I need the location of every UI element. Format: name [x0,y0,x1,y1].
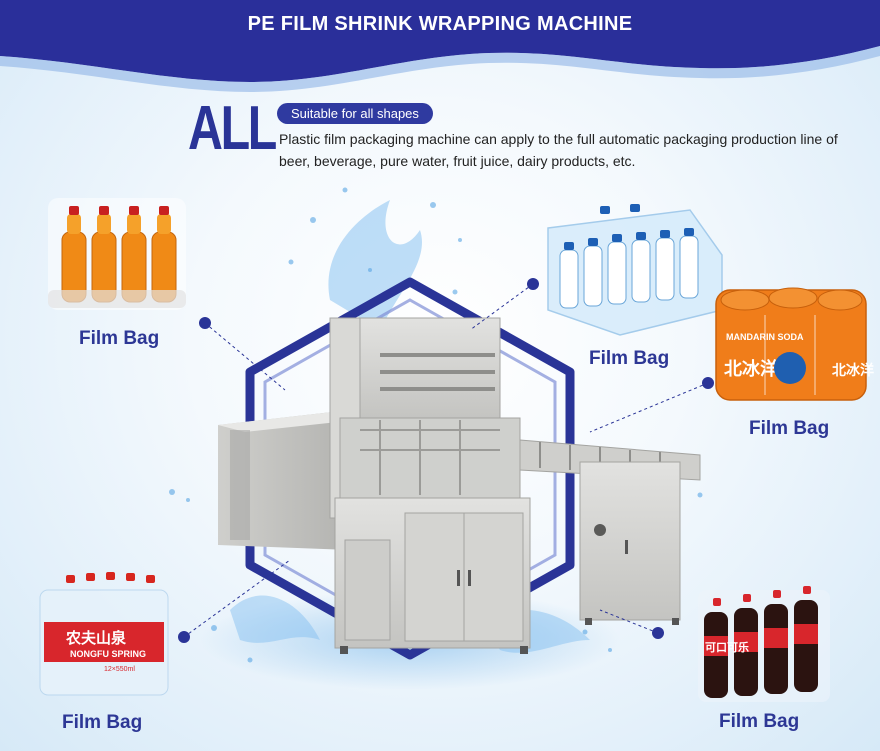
can-brand-text: MANDARIN SODA [726,332,804,342]
all-heading: ALL [188,94,277,163]
can-script-text: 北冰洋 [724,358,778,380]
water-bottle-pack-label: Film Bag [589,348,670,369]
water-volume-text: 12×550ml [104,666,135,673]
soda-can-pack: MANDARIN SODA 北冰洋 北冰洋 [715,287,874,401]
orange-juice-pack-label: Film Bag [79,328,160,349]
can-script-text-2: 北冰洋 [832,362,874,379]
water-bottle-pack [547,204,723,336]
shapes-badge: Suitable for all shapes [277,103,433,124]
water-brand-en-text: NONGFU SPRING [70,649,146,659]
orange-juice-pack [48,198,186,310]
spring-water-pack-label: Film Bag [62,712,143,733]
machine-description: Plastic film packaging machine can apply… [279,131,838,169]
water-brand-text: 农夫山泉 [65,629,127,647]
cola-pack: 可口可乐 [698,586,830,702]
callout-lines [183,283,709,638]
header-banner [0,0,880,92]
soda-can-pack-label: Film Bag [749,418,830,439]
spring-water-pack: 农夫山泉 NONGFU SPRING 12×550ml [39,572,169,696]
page-title: PE FILM SHRINK WRAPPING MACHINE [247,13,633,35]
cola-script-text: 可口可乐 [705,640,749,654]
callout-dots [178,278,714,643]
shrink-wrap-machine [218,317,701,654]
cola-pack-label: Film Bag [719,711,800,732]
